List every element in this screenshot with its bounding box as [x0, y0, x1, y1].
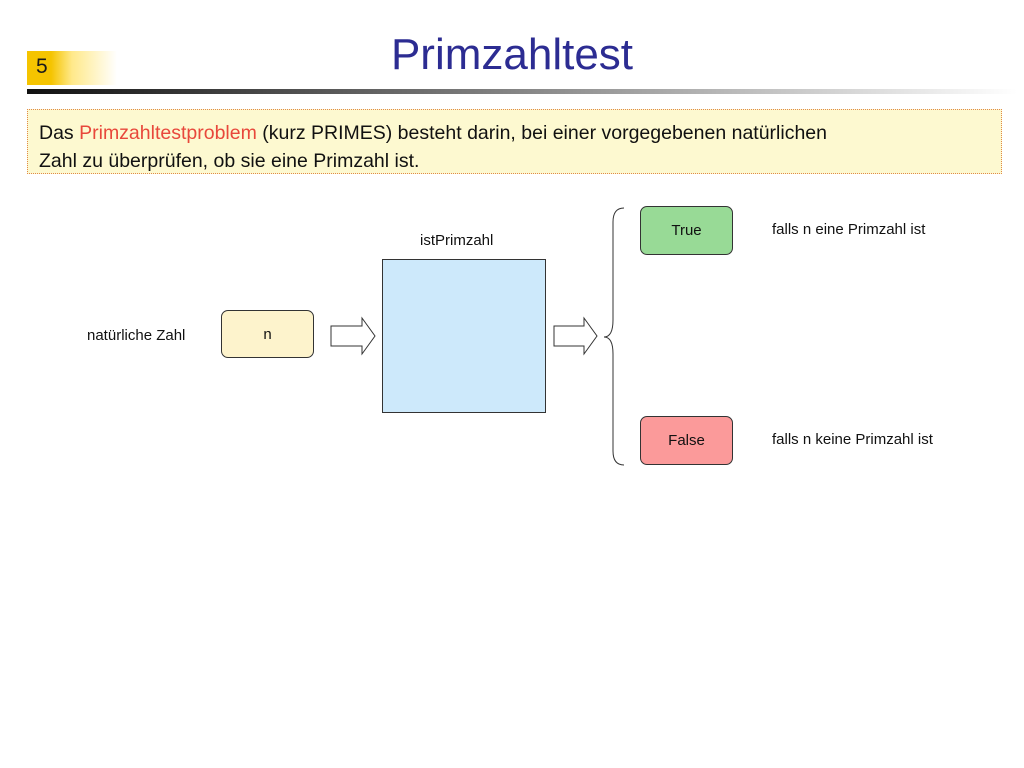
- definition-prefix: Das: [39, 122, 80, 144]
- slide-number: 5: [36, 55, 48, 78]
- definition-term: Primzahltestproblem: [79, 122, 257, 144]
- definition-line1-rest: (kurz PRIMES) besteht darin, bei einer v…: [256, 122, 827, 144]
- input-n-label: n: [263, 325, 272, 343]
- result-brace: [603, 207, 625, 466]
- process-label: istPrimzahl: [420, 232, 494, 249]
- input-arrow: [330, 316, 376, 356]
- definition-line2: Zahl zu überprüfen, ob sie eine Primzahl…: [39, 150, 420, 172]
- output-arrow: [553, 316, 598, 356]
- input-label: natürliche Zahl: [87, 327, 186, 344]
- slide-number-badge: 5: [27, 51, 117, 85]
- istprimzahl-box: [382, 259, 546, 413]
- false-description: falls n keine Primzahl ist: [772, 431, 933, 448]
- definition-box: Das Primzahltestproblem (kurz PRIMES) be…: [27, 109, 1002, 174]
- true-description: falls n eine Primzahl ist: [772, 221, 926, 238]
- input-n-box: n: [221, 310, 314, 358]
- true-box: True: [640, 206, 733, 255]
- title-underline: [27, 89, 1017, 94]
- false-label: False: [668, 432, 705, 449]
- false-box: False: [640, 416, 733, 465]
- slide-title: Primzahltest: [390, 30, 634, 79]
- true-label: True: [671, 222, 702, 239]
